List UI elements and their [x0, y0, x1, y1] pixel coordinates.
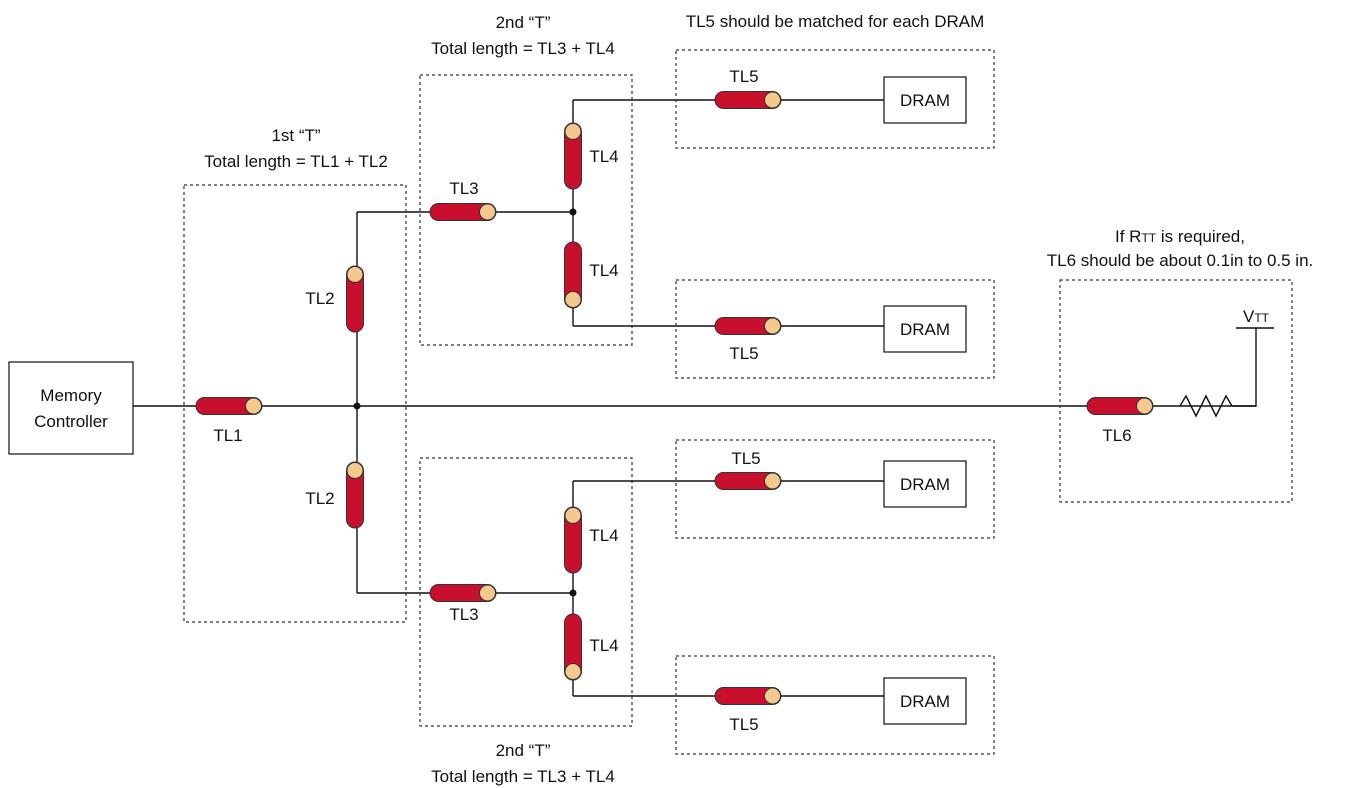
junction-dot	[353, 402, 361, 410]
vtt-label: VTT	[1243, 307, 1270, 326]
upper-second-t-title: 2nd “T”	[496, 13, 551, 32]
dram-label-1: DRAM	[900, 91, 950, 110]
tl4-end-cap	[564, 663, 582, 680]
tl4-symbol	[564, 613, 582, 681]
first-t-formula: Total length = TL1 + TL2	[204, 152, 388, 171]
annotations: 1st “T” Total length = TL1 + TL2 2nd “T”…	[204, 12, 1313, 786]
tl6-end-cap	[1136, 397, 1153, 415]
tl5-label: TL5	[729, 715, 758, 734]
tl4-end-cap	[564, 291, 582, 308]
tl3-symbol	[429, 584, 497, 602]
first-t-box	[183, 184, 407, 623]
lower-second-t-formula: Total length = TL3 + TL4	[431, 767, 615, 786]
upper-second-t-formula: Total length = TL3 + TL4	[431, 39, 615, 58]
tl5-box-4	[675, 655, 995, 755]
tl5-symbol	[714, 472, 782, 490]
blocks: Memory Controller DRAM DRAM DRAM DRAM	[8, 76, 967, 725]
tl5-end-cap	[764, 317, 781, 335]
junction-dot	[569, 208, 577, 216]
tl4-symbol	[564, 241, 582, 309]
tl1-label: TL1	[213, 426, 242, 445]
tl3-end-cap	[479, 584, 496, 602]
tl3-symbol	[429, 203, 497, 221]
dram-box-2	[883, 305, 967, 353]
upper-second-t-box	[419, 74, 633, 346]
memory-controller-label-line1: Memory	[40, 386, 102, 405]
tl5-end-cap	[764, 687, 781, 705]
tl5-symbol	[714, 91, 782, 109]
tl4-label: TL4	[589, 261, 618, 280]
vtt-main: V	[1243, 307, 1255, 326]
dram-box-3	[883, 460, 967, 508]
first-t-title: 1st “T”	[271, 126, 320, 145]
tl2-label: TL2	[305, 289, 334, 308]
rtt-note-line1: If RTT is required,	[1115, 227, 1245, 246]
tl6-symbol	[1086, 397, 1154, 415]
lower-second-t-title: 2nd “T”	[496, 741, 551, 760]
junction-dot	[569, 589, 577, 597]
tl1-symbol	[195, 397, 263, 415]
tl3-label: TL3	[449, 605, 478, 624]
rtt-note-line2: TL6 should be about 0.1in to 0.5 in.	[1047, 251, 1314, 270]
tl5-end-cap	[764, 91, 781, 109]
tl3-label: TL3	[449, 179, 478, 198]
tl1-end-cap	[245, 397, 262, 415]
rtt-box	[1059, 279, 1293, 503]
tl5-box-2	[675, 279, 995, 379]
group-boxes	[183, 49, 1293, 755]
rtt-resistor	[1179, 394, 1233, 418]
memory-controller-label-line2: Controller	[34, 412, 108, 431]
vtt-sub: TT	[1254, 311, 1269, 325]
rtt-note-suffix: is required,	[1156, 227, 1245, 246]
tline-labels: TL1 TL2 TL2 TL3 TL3 TL4 TL4 TL4 TL4 TL5 …	[213, 67, 1131, 734]
tl4-symbol	[564, 506, 582, 574]
dram-box-1	[883, 76, 967, 124]
tl3-end-cap	[479, 203, 496, 221]
rtt-note-prefix: If R	[1115, 227, 1141, 246]
tl4-label: TL4	[589, 526, 618, 545]
memory-controller-box	[8, 361, 134, 455]
tl2-end-cap	[346, 462, 364, 479]
rtt-note-sub: TT	[1141, 231, 1156, 245]
tl5-symbol	[714, 687, 782, 705]
tl5-label: TL5	[731, 449, 760, 468]
tl5-label: TL5	[729, 344, 758, 363]
tl2-symbol	[346, 461, 364, 529]
tl5-box-3	[675, 439, 995, 539]
tl4-label: TL4	[589, 636, 618, 655]
tl6-label: TL6	[1102, 426, 1131, 445]
tl4-symbol	[564, 122, 582, 190]
tl5-label: TL5	[729, 67, 758, 86]
tl2-end-cap	[346, 266, 364, 283]
tl4-label: TL4	[589, 147, 618, 166]
tl2-symbol	[346, 265, 364, 333]
vtt-wire	[1232, 328, 1257, 407]
tl5-symbol	[714, 317, 782, 335]
dram-label-4: DRAM	[900, 692, 950, 711]
tl4-end-cap	[564, 507, 582, 524]
dram-box-4	[883, 677, 967, 725]
tl4-end-cap	[564, 123, 582, 140]
tl2-label: TL2	[305, 489, 334, 508]
tl5-box-1	[675, 49, 995, 149]
tl5-matching-note: TL5 should be matched for each DRAM	[686, 12, 985, 31]
transmission-lines	[195, 91, 1154, 705]
tl5-end-cap	[764, 472, 781, 490]
junctions	[353, 208, 577, 597]
dram-label-3: DRAM	[900, 475, 950, 494]
dram-label-2: DRAM	[900, 320, 950, 339]
